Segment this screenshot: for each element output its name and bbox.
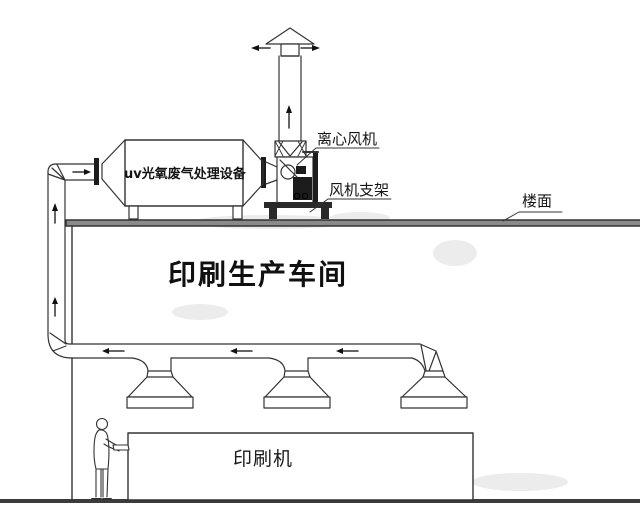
cap-exhaust-arrow-right-icon	[300, 45, 320, 51]
chimney-cap	[251, 27, 320, 57]
centrifugal-fan-assembly	[261, 151, 319, 204]
roof-slab	[65, 219, 640, 227]
riser-duct	[47, 171, 66, 341]
printing-machine-outline	[127, 432, 474, 501]
extraction-hood-1	[126, 357, 194, 409]
inlet-flow-arrow-right-icon	[72, 169, 91, 175]
label-workshop-title: 印刷生产车间	[168, 258, 349, 291]
extraction-hood-2	[263, 357, 331, 409]
inlet-duct-top-elbow	[47, 163, 95, 181]
label-fan-bracket: 风机支架	[329, 181, 390, 199]
duct-flow-arrow-left-2-icon	[230, 348, 253, 354]
duct-flow-arrow-left-1-icon	[102, 348, 125, 354]
leader-floor-slab	[502, 211, 563, 222]
uv-treatment-unit	[94, 139, 264, 220]
label-centrifugal-fan: 离心风机	[317, 130, 378, 148]
fan-support-base	[264, 202, 332, 219]
stack-flow-arrow-up-icon	[286, 105, 292, 129]
cap-exhaust-arrow-left-icon	[251, 45, 271, 51]
riser-flow-arrow-up-upper-icon	[52, 203, 58, 224]
label-uv-equipment: uv光氧废气处理设备	[124, 167, 246, 182]
riser-flow-arrow-up-lower-icon	[52, 297, 58, 317]
collection-duct	[68, 343, 421, 359]
label-floor-slab: 楼面	[522, 192, 553, 210]
leader-fan-bracket	[309, 198, 392, 213]
label-printing-machine: 印刷机	[233, 448, 294, 470]
duct-end-elbow	[411, 343, 444, 372]
operator-figure	[91, 417, 130, 500]
riser-bottom-elbow	[47, 332, 73, 359]
fan-outlet-transition	[274, 140, 307, 158]
leader-centrifugal-fan	[296, 147, 380, 166]
chimney-duct	[278, 55, 302, 142]
duct-flow-arrow-left-3-icon	[336, 348, 359, 354]
floor-line	[0, 499, 640, 503]
extraction-hood-3	[400, 370, 468, 409]
label-leader-lines	[296, 147, 563, 222]
